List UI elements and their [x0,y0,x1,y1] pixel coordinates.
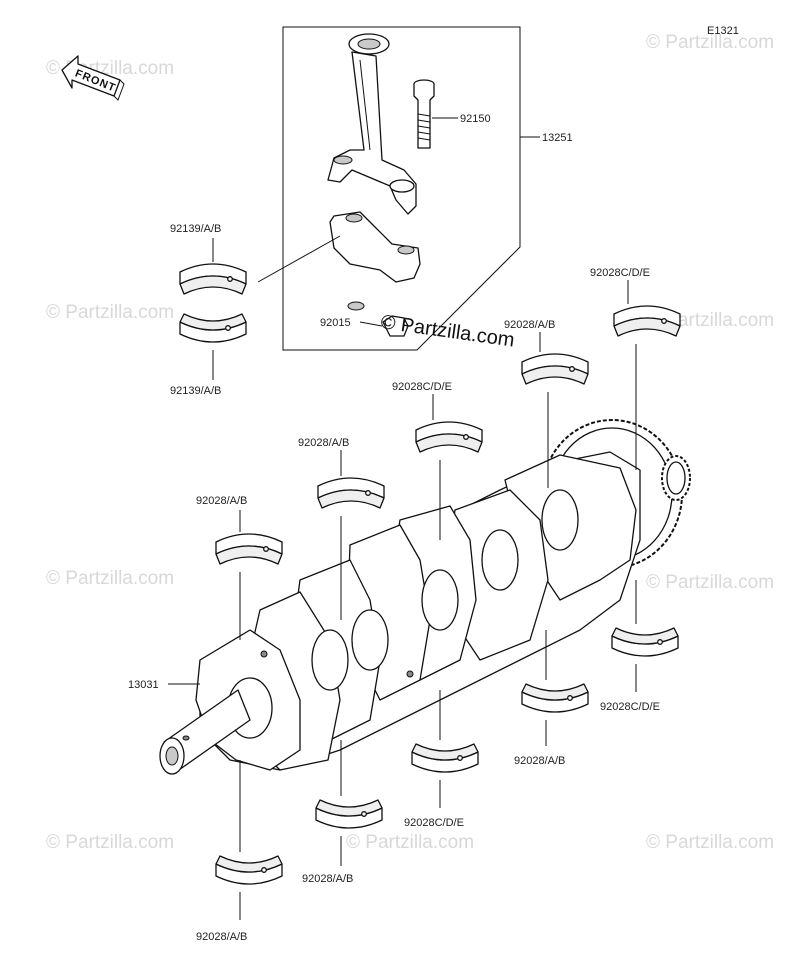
watermark: © Partzilla.com [646,832,774,853]
main-bearing-bottom-3-label: 92028C/D/E [404,817,464,829]
watermark: © Partzilla.com [46,568,174,589]
main-bearing-top-1-label: 92028/A/B [196,495,247,507]
conrod-bearing-upper: 92139/A/B [170,223,341,295]
watermark: © Partzilla.com [46,302,174,323]
rod-bolt: 92150 [413,79,491,149]
conrod-bearing-lower-label: 92139/A/B [170,385,221,397]
bolt-label: 92150 [460,113,491,125]
main-bearing-bottom-5-label: 92028C/D/E [600,701,660,713]
nut-label: 92015 [320,317,351,329]
main-bearing-top-5-label: 92028C/D/E [590,267,650,279]
crankshaft: 13031 [128,419,691,775]
main-bearing-bottom-3: 92028C/D/E [404,690,479,829]
main-bearing-bottom-4-label: 92028/A/B [514,755,565,767]
main-bearing-bottom-4: 92028/A/B [514,630,589,767]
rod-nut: 92015 [320,301,409,337]
crankshaft-label: 13031 [128,679,159,691]
main-bearing-top-3-label: 92028C/D/E [392,381,452,393]
main-bearing-bottom-2-label: 92028/A/B [302,873,353,885]
main-bearing-bottom-1-label: 92028/A/B [196,931,247,943]
main-bearing-top-2-label: 92028/A/B [298,437,349,449]
watermark: © Partzilla.com [346,832,474,853]
conrod-bearing-lower: 92139/A/B [170,313,247,397]
main-bearing-top-1: 92028/A/B [196,495,283,640]
main-bearing-top-2: 92028/A/B [298,437,385,620]
watermark: © Partzilla.com [646,32,774,53]
assembly-label: 13251 [542,132,573,144]
main-bearing-top-5: 92028C/D/E [590,267,681,470]
main-bearing-bottom-1: 92028/A/B [196,760,283,943]
watermark: © Partzilla.com [46,832,174,853]
main-bearing-bottom-5: 92028C/D/E [600,580,679,713]
main-bearing-bottom-2: 92028/A/B [302,740,383,885]
main-bearing-top-4: 92028/A/B [504,319,589,488]
main-bearing-top-3: 92028C/D/E [392,381,483,540]
connecting-rod [327,33,417,215]
center-watermark: © Partzilla.com [379,311,516,352]
watermark-layer: © Partzilla.com © Partzilla.com © Partzi… [46,32,774,853]
rod-cap [329,211,421,283]
diagram-code: E1321 [707,25,739,37]
conrod-bearing-upper-label: 92139/A/B [170,223,221,235]
conrod-assembly-box: 13251 [282,26,573,351]
main-bearing-top-4-label: 92028/A/B [504,319,555,331]
watermark: © Partzilla.com [646,572,774,593]
